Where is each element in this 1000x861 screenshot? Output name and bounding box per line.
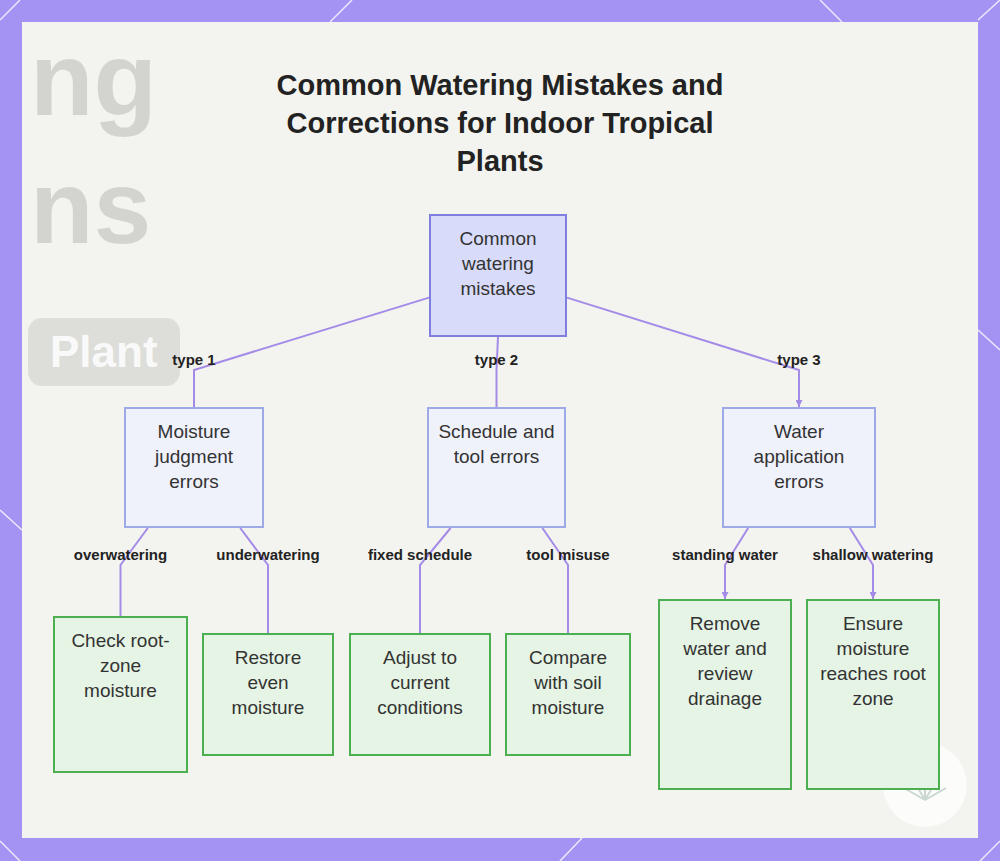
box-text: Ensure moisture reaches root zone xyxy=(816,611,930,711)
connector xyxy=(240,528,268,633)
connector xyxy=(420,528,451,633)
category-box: Moisture judgment errors xyxy=(124,407,264,528)
box-text: Water application errors xyxy=(732,419,866,494)
edge-label: type 3 xyxy=(777,351,820,369)
watermark-text: Plant xyxy=(28,318,180,386)
correction-box: Restore even moisture xyxy=(202,633,334,756)
edge-label: type 2 xyxy=(475,351,518,369)
correction-box: Ensure moisture reaches root zone xyxy=(806,599,940,790)
correction-box: Adjust to current conditions xyxy=(349,633,491,756)
connector xyxy=(567,298,799,407)
connector xyxy=(850,528,873,599)
root-box: Common watering mistakes xyxy=(429,214,567,337)
box-text: Check root-zone moisture xyxy=(63,628,178,703)
box-text: Remove water and review drainage xyxy=(668,611,782,711)
category-box: Water application errors xyxy=(722,407,876,528)
connector xyxy=(725,528,748,599)
edge-label: overwatering xyxy=(74,546,167,564)
edge-label: standing water xyxy=(672,546,778,564)
box-text: Adjust to current conditions xyxy=(359,645,481,720)
box-text: Compare with soil moisture xyxy=(515,645,621,720)
box-text: Restore even moisture xyxy=(212,645,324,720)
edge-label: underwatering xyxy=(216,546,319,564)
box-text: Schedule and tool errors xyxy=(437,419,556,469)
watermark-text: ns xyxy=(30,150,151,264)
diagram-title: Common Watering Mistakes and Corrections… xyxy=(250,66,750,180)
edge-label: fixed schedule xyxy=(368,546,472,564)
watermark-text: ng xyxy=(30,22,157,136)
connector xyxy=(121,528,148,616)
connector xyxy=(542,528,568,633)
correction-box: Compare with soil moisture xyxy=(505,633,631,756)
box-text: Common watering mistakes xyxy=(439,226,557,301)
edge-label: shallow watering xyxy=(813,546,934,564)
category-box: Schedule and tool errors xyxy=(427,407,566,528)
edge-label: type 1 xyxy=(172,351,215,369)
connector xyxy=(497,337,499,407)
correction-box: Remove water and review drainage xyxy=(658,599,792,790)
connector xyxy=(194,298,429,407)
box-text: Moisture judgment errors xyxy=(134,419,254,494)
edge-label: tool misuse xyxy=(526,546,609,564)
correction-box: Check root-zone moisture xyxy=(53,616,188,773)
